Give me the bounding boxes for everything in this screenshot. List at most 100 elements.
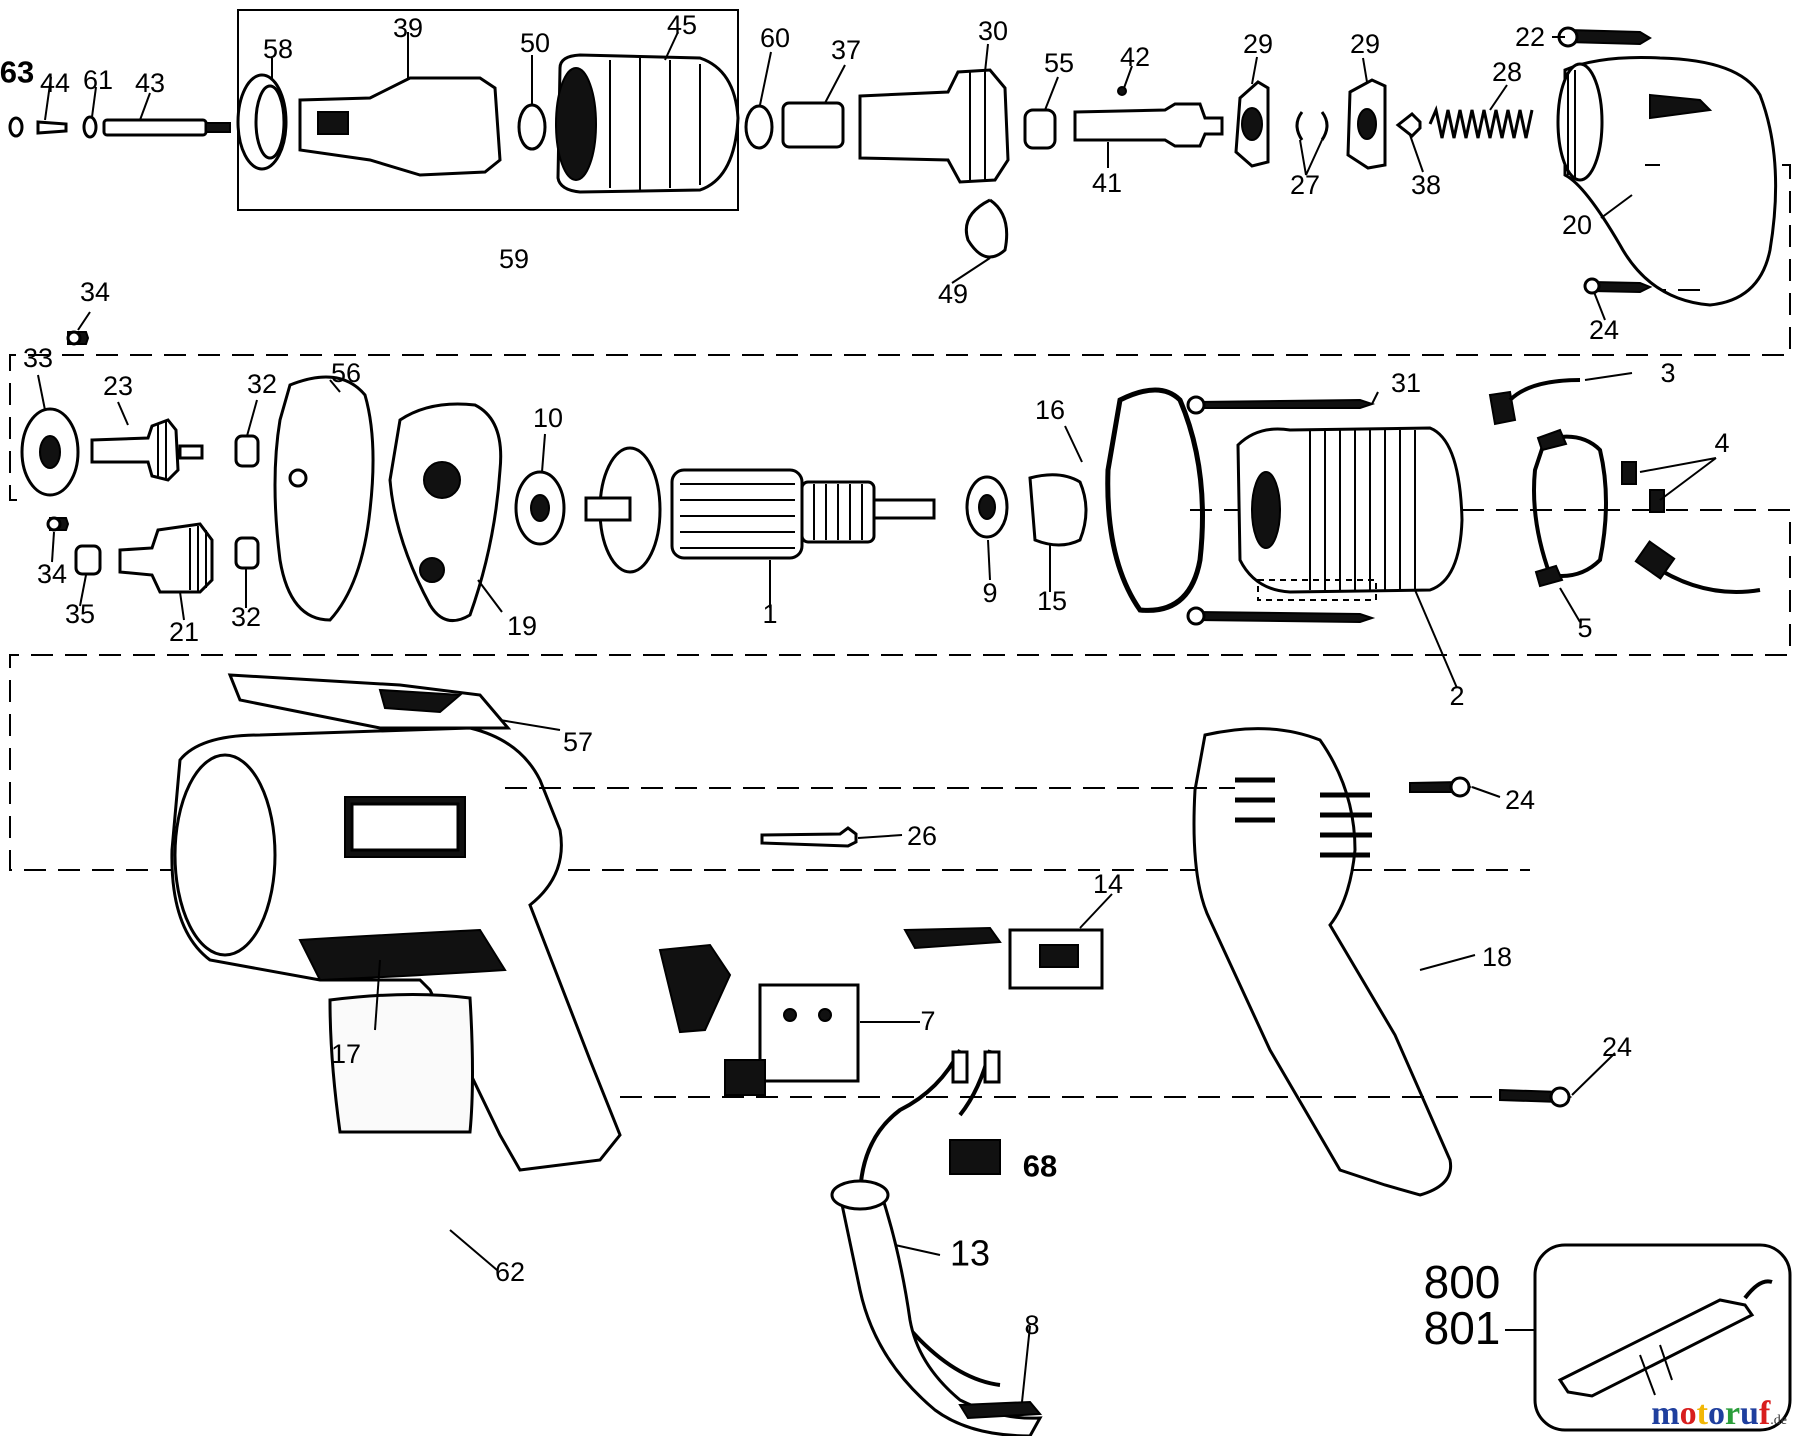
label-5: 5 <box>1577 613 1592 643</box>
part-2-dashed-outline <box>1257 579 1377 601</box>
label-801: 801 <box>1424 1302 1501 1354</box>
part-26-spring-clip <box>760 826 858 848</box>
leader-10 <box>541 433 546 473</box>
part-14-terminal <box>1039 944 1079 968</box>
leader-38 <box>1409 134 1424 173</box>
part-5-brush-holder <box>1532 434 1608 578</box>
leader-29a <box>1251 56 1258 85</box>
inset-tool-legs <box>1639 1344 1673 1396</box>
label-59: 59 <box>499 244 529 274</box>
part-23-gear-shaft <box>90 418 180 482</box>
leader-26 <box>857 834 903 839</box>
leader-21 <box>179 591 185 621</box>
label-43: 43 <box>135 68 165 98</box>
row-2-motor-assembly <box>9 164 1791 871</box>
leader-45 <box>664 31 679 61</box>
part-45-ribs <box>609 58 701 190</box>
part-1-windings <box>680 483 795 549</box>
label-57: 57 <box>563 727 593 757</box>
label-32-b: 32 <box>231 602 261 632</box>
part-45-opening <box>555 67 597 181</box>
part-30-teeth <box>969 72 986 180</box>
label-45: 45 <box>667 10 697 40</box>
watermark-brand: motoruf <box>1651 1395 1771 1432</box>
part-61-o-ring <box>82 115 98 139</box>
leader-55 <box>1044 76 1059 111</box>
part-20-front-housing <box>1563 56 1778 307</box>
watermark-letter: t <box>1697 1395 1709 1432</box>
part-3-brush <box>1488 390 1517 426</box>
part-31-screw-a <box>1195 398 1376 409</box>
label-62: 62 <box>495 1257 525 1287</box>
part-34-screw-a-head <box>66 330 82 346</box>
leader-24b <box>1471 786 1501 798</box>
label-24-c: 24 <box>1602 1032 1632 1062</box>
part-7-body <box>758 983 860 1083</box>
leader-35 <box>79 574 87 607</box>
part-24-screw-c-head <box>1549 1086 1571 1108</box>
leader-2 <box>1414 589 1458 689</box>
leader-3 <box>1584 372 1633 381</box>
part-29-rear-hole <box>1357 108 1377 140</box>
part-9-bore <box>978 494 996 520</box>
label-32-a: 32 <box>247 369 277 399</box>
part-31-screw-a-head <box>1186 395 1206 415</box>
label-2: 2 <box>1449 681 1464 711</box>
label-49: 49 <box>938 279 968 309</box>
part-32-bearing-a <box>234 434 260 468</box>
part-63-ring <box>8 116 24 138</box>
label-29-b: 29 <box>1350 29 1380 59</box>
label-15: 15 <box>1037 586 1067 616</box>
leader-56 <box>329 379 341 393</box>
part-15-bearing-holder <box>1028 473 1088 547</box>
label-31: 31 <box>1391 368 1421 398</box>
part-39-spindle-housing <box>298 76 502 177</box>
inset-tool-body <box>1557 1298 1755 1398</box>
part-5-clip-bottom <box>1534 564 1564 588</box>
leader-24c <box>1571 1052 1616 1096</box>
part-20-thread-lines <box>1567 70 1576 178</box>
label-7: 7 <box>920 1006 935 1036</box>
label-55: 55 <box>1044 48 1074 78</box>
label-26: 26 <box>907 821 937 851</box>
label-44: 44 <box>40 68 70 98</box>
label-16: 16 <box>1035 395 1065 425</box>
leader-57 <box>499 719 561 731</box>
part-42-ball <box>1117 86 1127 96</box>
part-1-shaft-front <box>584 496 632 522</box>
label-58: 58 <box>263 34 293 64</box>
leader-37 <box>824 64 846 104</box>
part-41-spindle <box>1073 102 1224 148</box>
part-27-clip-b <box>1320 111 1329 141</box>
part-2-field <box>1236 426 1464 594</box>
label-22: 22 <box>1515 22 1545 52</box>
leader-44 <box>44 76 52 121</box>
part-28-spring <box>1428 105 1534 139</box>
label-50: 50 <box>520 28 550 58</box>
part-58-collar-inner <box>254 84 286 160</box>
leader-61 <box>91 86 97 118</box>
leader-5 <box>1559 587 1581 623</box>
part-7-screw-b <box>818 1008 832 1022</box>
leader-34b <box>51 531 55 563</box>
label-17: 17 <box>331 1039 361 1069</box>
part-45-adjusting-collar <box>556 53 740 194</box>
watermark-letter: r <box>1725 1395 1740 1432</box>
part-33-bore <box>39 435 61 469</box>
watermark-letter: o <box>1708 1395 1725 1432</box>
part-24-screw-a-head <box>1583 277 1601 295</box>
watermark-tld: .de <box>1770 1413 1787 1428</box>
part-5-clip-top <box>1536 428 1568 452</box>
part-4-brush-b <box>1649 489 1665 513</box>
part-17-shadow <box>298 928 507 982</box>
label-33: 33 <box>23 343 53 373</box>
part-31-screw-b <box>1195 610 1376 624</box>
label-28: 28 <box>1492 57 1522 87</box>
label-19: 19 <box>507 611 537 641</box>
part-34-screw-b-head <box>46 516 62 532</box>
leader-28 <box>1489 84 1508 111</box>
part-20-thread <box>1556 62 1604 182</box>
part-43-tip <box>205 122 231 133</box>
label-27: 27 <box>1290 170 1320 200</box>
part-44-bit <box>36 120 68 135</box>
